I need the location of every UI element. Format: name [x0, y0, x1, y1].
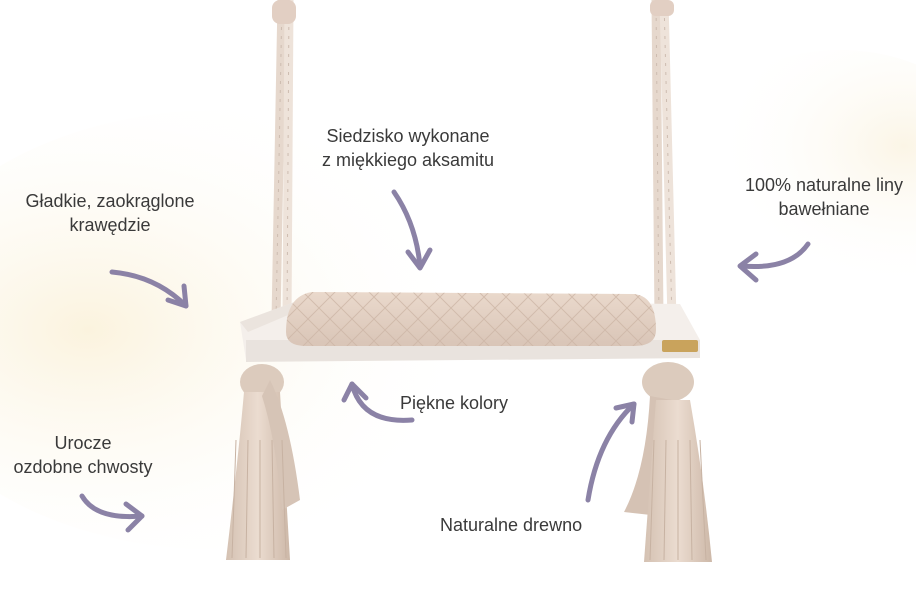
- feature-label-seat: Siedzisko wykonane z miękkiego aksamitu: [288, 124, 528, 172]
- rope-cap-right: [650, 0, 674, 16]
- feature-label-edges: Gładkie, zaokrąglone krawędzie: [0, 189, 220, 237]
- feature-label-tassels-line-2: ozdobne chwosty: [13, 457, 153, 477]
- arrow-wood: [585, 401, 637, 503]
- arrow-tassels: [79, 493, 145, 533]
- feature-label-seat-line-2: z miękkiego aksamitu: [321, 150, 495, 170]
- feature-label-wood: Naturalne drewno: [440, 515, 583, 535]
- feature-label-tassels: Urocze ozdobne chwosty: [0, 431, 166, 479]
- feature-label-cotton-line-1: 100% naturalne liny: [744, 175, 904, 195]
- tassels-left: [226, 364, 300, 560]
- feature-label-seat-line-1: Siedzisko wykonane: [326, 126, 490, 146]
- feature-label-tassels-line-1: Urocze: [54, 433, 112, 453]
- arrow-edges: [109, 269, 189, 309]
- feature-label-cotton: 100% naturalne liny bawełniane: [726, 173, 916, 221]
- velvet-cushion: [286, 292, 656, 346]
- background-glow-right: [680, 50, 916, 290]
- feature-label-colors: Piękne kolory: [400, 393, 509, 413]
- rope-right: [651, 0, 677, 321]
- tassels-right: [624, 362, 712, 562]
- rope-cap-left: [272, 0, 296, 24]
- feature-label-cotton-line-2: bawełniane: [778, 199, 870, 219]
- brand-tag: [662, 340, 698, 352]
- feature-label-edges-line-1: Gładkie, zaokrąglone: [25, 191, 195, 211]
- arrow-cotton: [737, 241, 811, 283]
- rope-left: [271, 0, 294, 321]
- arrow-seat: [391, 189, 433, 271]
- arrow-colors: [341, 381, 415, 423]
- feature-label-edges-line-2: krawędzie: [69, 215, 151, 235]
